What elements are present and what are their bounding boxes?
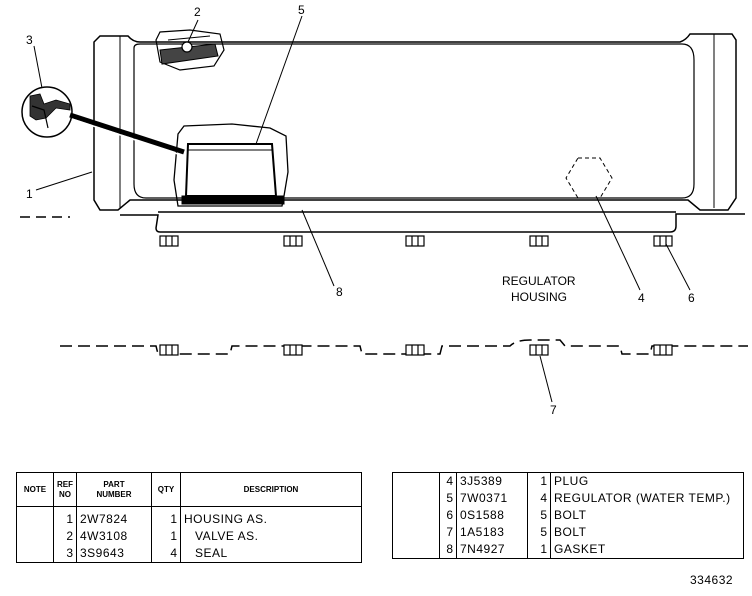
upper-bolts	[159, 235, 673, 247]
table-row: 6 0S1588 5 BOLT	[392, 507, 744, 524]
housing-body	[93, 33, 737, 211]
note-cell	[392, 472, 440, 490]
lower-bolts	[159, 344, 673, 356]
callout-5: 5	[298, 3, 305, 17]
seal-detail	[21, 86, 185, 157]
callout-6: 6	[688, 291, 695, 305]
ref-cell: 1	[53, 511, 77, 528]
regulator-cutaway	[173, 123, 289, 207]
table-row: 7 1A5183 5 BOLT	[392, 524, 744, 541]
note-cell	[392, 490, 440, 507]
document-number: 334632	[690, 573, 734, 587]
note-cell	[392, 524, 440, 541]
description-cell: SEAL	[180, 545, 362, 563]
table-header-row: NOTE REF NO PART NUMBER QTY DESCRIPTION	[16, 472, 362, 507]
header-note: NOTE	[16, 472, 54, 507]
ref-cell: 6	[439, 507, 457, 524]
qty-cell: 1	[151, 528, 181, 545]
parts-table-right: 4 3J5389 1 PLUG 5 7W0371 4 REGULATOR (WA…	[392, 472, 744, 559]
callout-7: 7	[550, 403, 557, 417]
table-row: 3 3S9643 4 SEAL	[16, 545, 362, 563]
header-part-line2: NUMBER	[96, 489, 132, 499]
header-ref-line1: REF	[57, 479, 73, 489]
note-cell	[16, 545, 54, 563]
table-row: 4 3J5389 1 PLUG	[392, 472, 744, 490]
ref-cell: 8	[439, 541, 457, 559]
callout-2: 2	[194, 5, 201, 19]
callout-8: 8	[336, 285, 343, 299]
qty-cell: 5	[527, 524, 551, 541]
part-number-cell: 2W7824	[76, 511, 152, 528]
header-part-line1: PART	[103, 479, 125, 489]
parts-table-left: NOTE REF NO PART NUMBER QTY DESCRIPTION …	[16, 472, 362, 563]
upper-gasket-line	[20, 211, 745, 233]
part-number-cell: 7N4927	[456, 541, 528, 559]
header-ref-line2: NO	[59, 489, 71, 499]
part-number-cell: 4W3108	[76, 528, 152, 545]
callout-4: 4	[638, 291, 645, 305]
table-row: 2 4W3108 1 VALVE AS.	[16, 528, 362, 545]
ref-cell: 3	[53, 545, 77, 563]
table-row: 8 7N4927 1 GASKET	[392, 541, 744, 559]
table-row: 1 2W7824 1 HOUSING AS.	[16, 511, 362, 528]
table-row: 5 7W0371 4 REGULATOR (WATER TEMP.)	[392, 490, 744, 507]
note-cell	[16, 528, 54, 545]
note-cell	[16, 511, 54, 528]
qty-cell: 4	[527, 490, 551, 507]
ref-cell: 5	[439, 490, 457, 507]
leader-lines	[33, 15, 691, 403]
callout-1: 1	[26, 187, 33, 201]
plug-hex	[565, 157, 613, 199]
note-cell	[392, 507, 440, 524]
qty-cell: 1	[151, 511, 181, 528]
qty-cell: 1	[527, 472, 551, 490]
ref-cell: 2	[53, 528, 77, 545]
qty-cell: 4	[151, 545, 181, 563]
note-cell	[392, 541, 440, 559]
header-part-number: PART NUMBER	[76, 472, 152, 507]
part-number-cell: 1A5183	[456, 524, 528, 541]
header-ref-no: REF NO	[53, 472, 77, 507]
valve-cutaway	[155, 29, 225, 71]
regulator-housing-label-line2: HOUSING	[511, 290, 567, 304]
regulator-housing-diagram: 1 2 3 4 5 6 7 8 REGULATOR HOUSING	[20, 3, 748, 417]
description-cell: BOLT	[550, 507, 744, 524]
ref-cell: 4	[439, 472, 457, 490]
spacer-row	[16, 506, 362, 511]
description-cell: BOLT	[550, 524, 744, 541]
lower-flange-line	[60, 339, 748, 355]
ref-cell: 7	[439, 524, 457, 541]
description-cell: REGULATOR (WATER TEMP.)	[550, 490, 744, 507]
description-cell: HOUSING AS.	[180, 511, 362, 528]
header-description: DESCRIPTION	[180, 472, 362, 507]
part-number-cell: 3S9643	[76, 545, 152, 563]
part-number-cell: 7W0371	[456, 490, 528, 507]
part-number-cell: 3J5389	[456, 472, 528, 490]
qty-cell: 5	[527, 507, 551, 524]
description-cell: PLUG	[550, 472, 744, 490]
description-cell: VALVE AS.	[180, 528, 362, 545]
part-number-cell: 0S1588	[456, 507, 528, 524]
regulator-housing-label-line1: REGULATOR	[502, 274, 576, 288]
qty-cell: 1	[527, 541, 551, 559]
description-cell: GASKET	[550, 541, 744, 559]
header-qty: QTY	[151, 472, 181, 507]
callout-3: 3	[26, 33, 33, 47]
